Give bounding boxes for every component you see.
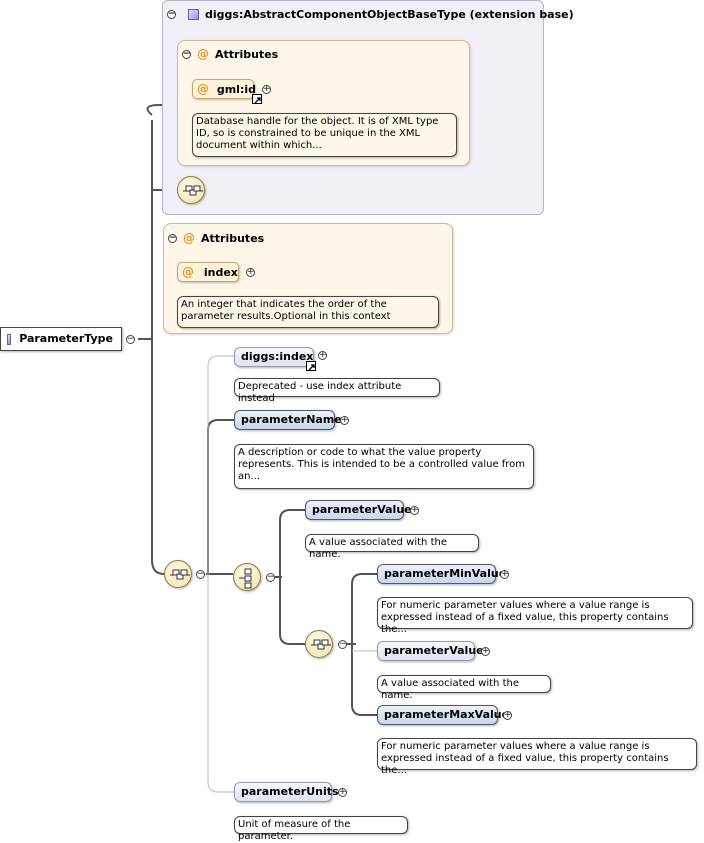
parameter-value-description-text: A value associated with the name. — [309, 537, 447, 560]
diggs-index-description-text: Deprecated - use index attribute instead — [238, 381, 402, 404]
gml-id-description-text: Database handle for the object. It is of… — [196, 116, 439, 151]
gml-id-description: Database handle for the object. It is of… — [192, 113, 457, 157]
index-description-text: An integer that indicates the order of t… — [181, 299, 391, 322]
parameter-value-optional-description-text: A value associated with the name. — [381, 678, 519, 701]
collapse-icon[interactable]: − — [338, 639, 347, 649]
diggs-index-element[interactable]: diggs:index — [234, 347, 314, 367]
own-attributes-header: − @ Attributes — [168, 231, 264, 245]
parameter-value-optional-element[interactable]: parameterValue — [377, 641, 484, 661]
parameter-max-value-description: For numeric parameter values where a val… — [377, 738, 697, 776]
parameter-max-value-description-text: For numeric parameter values where a val… — [381, 741, 669, 776]
expand-icon[interactable]: + — [500, 569, 509, 579]
parameter-name-description: A description or code to what the value … — [234, 444, 534, 489]
collapse-icon[interactable]: − — [182, 48, 191, 59]
parameter-value-description: A value associated with the name. — [305, 534, 479, 560]
root-type[interactable]: ParameterType — [0, 327, 122, 351]
parameter-value-label: parameterValue — [312, 503, 412, 516]
base-type-group: − diggs:AbstractComponentObjectBaseType … — [162, 0, 574, 215]
parameter-units-description: Unit of measure of the parameter. — [234, 816, 408, 842]
parameter-units-element[interactable]: parameterUnits — [234, 782, 339, 802]
collapse-icon[interactable]: − — [266, 572, 275, 582]
index-attribute-label: index — [203, 266, 238, 279]
gml-id-attribute[interactable]: @ gml:id — [192, 79, 256, 99]
parameter-name-description-text: A description or code to what the value … — [238, 447, 526, 482]
sequence-icon[interactable] — [164, 560, 192, 588]
collapse-icon[interactable]: − — [126, 334, 135, 344]
base-attributes-box: − @ Attributes @ gml:id + Database handl… — [177, 40, 470, 166]
expand-icon[interactable]: + — [410, 505, 419, 515]
gml-id-label: gml:id — [216, 83, 256, 96]
parameter-name-label: parameterName — [241, 413, 342, 426]
parameter-min-value-description-text: For numeric parameter values where a val… — [381, 600, 669, 635]
parameter-max-value-element[interactable]: parameterMaxValue — [377, 705, 509, 725]
own-attributes-box: − @ Attributes @ index + An integer that… — [163, 223, 453, 334]
parameter-value-element[interactable]: parameterValue — [305, 500, 412, 520]
parameter-value-optional-description: A value associated with the name. — [377, 675, 551, 701]
reference-arrow-icon — [306, 361, 316, 371]
parameter-value-optional-label: parameterValue — [384, 644, 484, 657]
expand-icon[interactable]: + — [340, 415, 349, 425]
collapse-icon[interactable]: − — [167, 9, 176, 19]
complex-type-icon — [188, 9, 199, 20]
parameter-max-value-label: parameterMaxValue — [384, 708, 510, 721]
expand-icon[interactable]: + — [318, 350, 327, 360]
parameter-units-description-text: Unit of measure of the parameter. — [238, 819, 351, 842]
parameter-min-value-element[interactable]: parameterMinValue — [377, 564, 506, 584]
expand-icon[interactable]: + — [481, 646, 490, 656]
diggs-index-label: diggs:index — [241, 350, 314, 363]
attribute-icon: @ — [183, 231, 195, 245]
base-type-title: diggs:AbstractComponentObjectBaseType (e… — [205, 8, 574, 21]
base-attributes-header: − @ Attributes — [182, 47, 278, 61]
parameter-units-label: parameterUnits — [241, 785, 339, 798]
collapse-icon[interactable]: − — [196, 569, 205, 579]
parameter-min-value-label: parameterMinValue — [384, 567, 507, 580]
index-description: An integer that indicates the order of t… — [177, 296, 439, 328]
expand-icon[interactable]: + — [503, 710, 512, 720]
attribute-icon: @ — [197, 82, 209, 96]
own-attributes-label: Attributes — [201, 231, 265, 245]
expand-icon[interactable]: + — [246, 267, 255, 277]
base-type-header: − diggs:AbstractComponentObjectBaseType … — [167, 8, 574, 21]
sequence-icon[interactable] — [305, 630, 333, 658]
expand-icon[interactable]: + — [338, 787, 347, 797]
complex-type-icon — [7, 333, 12, 345]
parameter-name-element[interactable]: parameterName — [234, 410, 342, 430]
collapse-icon[interactable]: − — [168, 232, 177, 243]
base-attributes-label: Attributes — [215, 47, 279, 61]
sequence-icon[interactable] — [177, 176, 205, 204]
attribute-icon: @ — [182, 265, 194, 279]
parameter-min-value-description: For numeric parameter values where a val… — [377, 597, 693, 635]
diggs-index-description: Deprecated - use index attribute instead — [234, 378, 440, 404]
root-type-label: ParameterType — [19, 332, 113, 345]
attribute-icon: @ — [197, 47, 209, 61]
reference-arrow-icon — [252, 94, 262, 104]
index-attribute[interactable]: @ index — [177, 262, 239, 282]
expand-icon[interactable]: + — [262, 84, 271, 94]
choice-icon[interactable] — [233, 563, 261, 591]
